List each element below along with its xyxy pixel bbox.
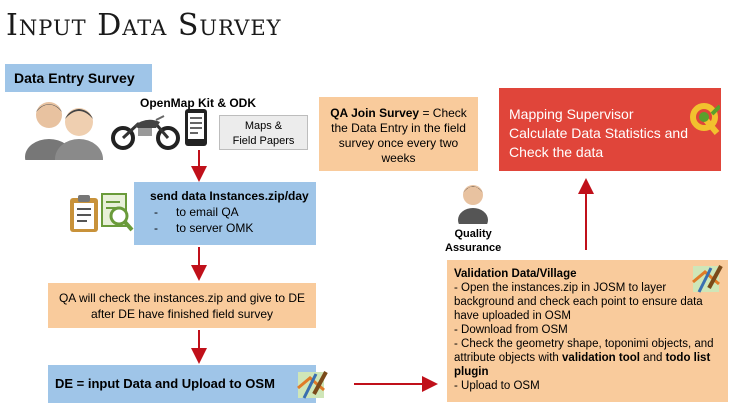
send-data-box: send data Instances.zip/day -to email QA… <box>134 182 316 245</box>
qgis-icon <box>690 103 720 135</box>
quality-assurance-label: Quality Assurance <box>445 227 501 255</box>
field-papers-label: Field Papers <box>232 135 295 147</box>
validation-line4: - Upload to OSM <box>454 380 540 392</box>
send-data-title: send data Instances.zip/day <box>150 189 309 203</box>
qa-join-survey-box: QA Join Survey = Check the Data Entry in… <box>319 97 478 171</box>
validation-box: Validation Data/Village - Open the insta… <box>447 260 728 402</box>
supervisor-line2: Calculate Data Statistics and <box>509 125 688 141</box>
josm-map-icon <box>692 265 723 293</box>
qa-person-icon <box>458 185 488 224</box>
maps-field-papers-box: Maps & Field Papers <box>219 115 308 150</box>
clipboard-icon <box>70 195 98 232</box>
users-icon <box>25 102 103 160</box>
supervisor-line3: Check the data <box>509 144 604 160</box>
validation-line3: - Check the geometry shape, toponimi obj… <box>454 337 720 379</box>
openmap-kit-label: OpenMap Kit & ODK <box>140 96 256 110</box>
page-title: Input Data Survey <box>6 8 282 43</box>
search-document-icon <box>101 193 134 232</box>
validation-line3-text: - Check the geometry shape, toponimi obj… <box>454 338 714 364</box>
todo-plugin-label: todo list plugin <box>454 352 711 378</box>
validation-line1: - Open the instances.zip in JOSM to laye… <box>454 282 703 322</box>
phone-form-icon <box>185 109 207 146</box>
send-item-server: -to server OMK <box>154 221 254 235</box>
motorcycle-icon <box>111 115 180 150</box>
josm-map-icon <box>297 371 328 399</box>
de-input-box: DE = input Data and Upload to OSM <box>48 365 316 403</box>
maps-label: Maps & <box>244 120 283 132</box>
send-item-server-label: to server OMK <box>176 221 254 235</box>
quality-label: Quality <box>454 228 492 240</box>
qa-join-title: QA Join Survey <box>330 106 420 120</box>
validation-line3-and: and <box>639 352 666 364</box>
mapping-supervisor-box: Mapping Supervisor Calculate Data Statis… <box>499 88 721 171</box>
validation-title: Validation Data/Village <box>454 268 577 280</box>
send-item-email: -to email QA <box>154 205 239 219</box>
data-entry-survey-label: Data Entry Survey <box>5 64 152 92</box>
assurance-label: Assurance <box>445 242 502 254</box>
send-item-email-label: to email QA <box>176 205 239 219</box>
qa-join-text: = Check the Data Entry in the field surv… <box>331 106 467 165</box>
supervisor-line1: Mapping Supervisor <box>509 106 634 122</box>
qa-check-box: QA will check the instances.zip and give… <box>48 283 316 328</box>
validation-line2: - Download from OSM <box>454 324 568 336</box>
validation-tool-label: validation tool <box>562 352 640 364</box>
